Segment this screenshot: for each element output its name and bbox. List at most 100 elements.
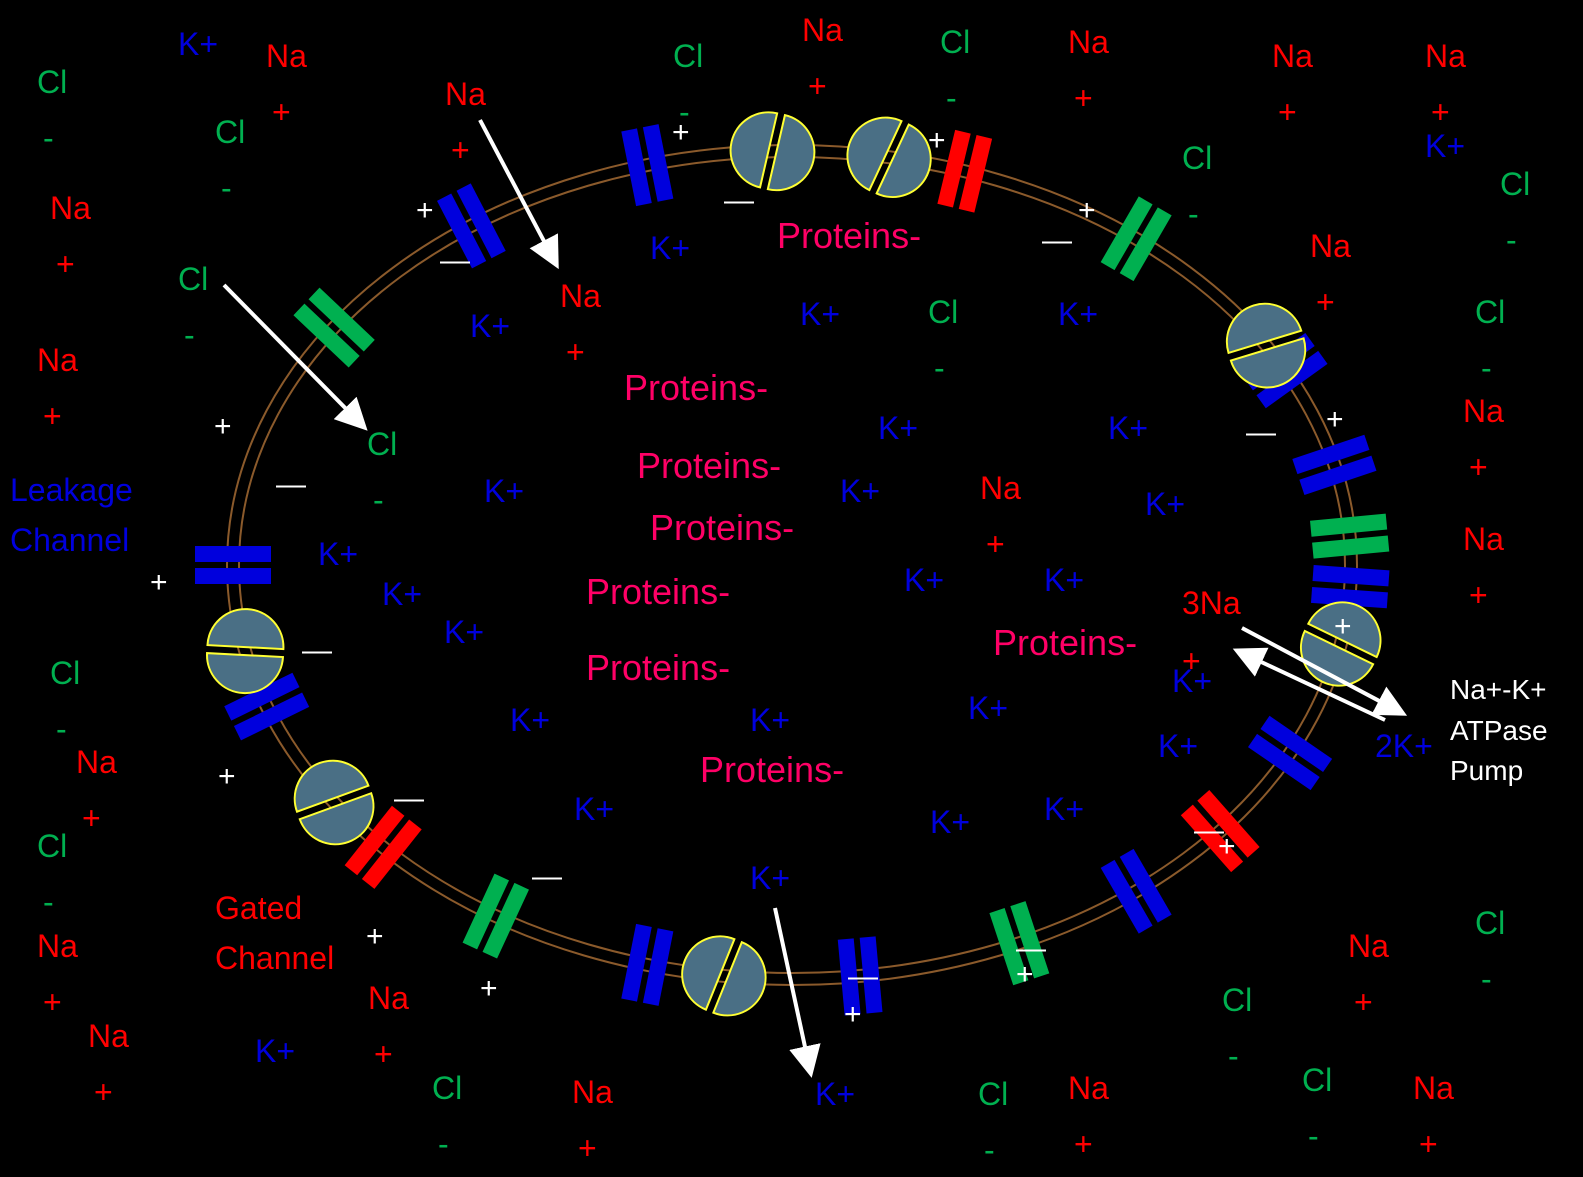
chloride-ion-label: Cl xyxy=(928,294,959,330)
cl-channel-icon xyxy=(1100,196,1172,282)
gated-channel-icon xyxy=(344,805,422,889)
leak-channel-icon xyxy=(1292,434,1377,495)
sodium-charge-sign: + xyxy=(1419,1126,1438,1162)
negative-charge-sign: — xyxy=(394,782,424,815)
sodium-ion-label: Na xyxy=(368,980,409,1016)
cl-channel-icon xyxy=(293,287,375,368)
leak-channel-icon xyxy=(837,936,883,1016)
chloride-charge-sign: - xyxy=(946,80,957,116)
sodium-charge-sign: + xyxy=(1278,94,1297,130)
cl-channel-icon xyxy=(462,873,529,959)
protein-anion-label: Proteins- xyxy=(700,749,845,790)
chloride-ion-label: Cl xyxy=(673,38,704,74)
flux-arrow-icon xyxy=(773,907,821,1078)
chloride-ion-label: Cl xyxy=(1500,166,1531,202)
leak-channel-icon xyxy=(1100,848,1172,934)
leak-channel-icon xyxy=(1310,565,1390,609)
potassium-ion-label: K+ xyxy=(1044,791,1085,827)
leak-channel-icon xyxy=(195,546,271,584)
potassium-ion-label: K+ xyxy=(382,576,423,612)
pump-icon xyxy=(1225,302,1307,389)
potassium-ion-label: K+ xyxy=(444,614,485,650)
pump-icon xyxy=(846,116,932,198)
pump-icon xyxy=(681,935,767,1017)
negative-charge-sign: — xyxy=(302,634,332,667)
protein-anion-label: Proteins- xyxy=(993,622,1138,663)
sodium-ion-label: Na xyxy=(1348,928,1389,964)
protein-anion-label: Proteins- xyxy=(637,445,782,486)
sodium-charge-sign: + xyxy=(1354,984,1373,1020)
leak-channel-icon xyxy=(621,923,674,1006)
sodium-ion-label: Na xyxy=(1463,393,1504,429)
chloride-charge-sign: - xyxy=(679,94,690,130)
potassium-ion-label: K+ xyxy=(800,296,841,332)
sodium-charge-sign: + xyxy=(578,1130,597,1166)
gated-label-line2: Channel xyxy=(215,939,335,976)
chloride-ion-label: Cl xyxy=(1222,982,1253,1018)
sodium-charge-sign: + xyxy=(56,246,75,282)
chloride-charge-sign: - xyxy=(438,1126,449,1162)
chloride-charge-sign: - xyxy=(1188,196,1199,232)
leakage-label-line1: Leakage xyxy=(10,472,133,508)
sodium-charge-sign: + xyxy=(808,68,827,104)
sodium-ion-label: Na xyxy=(37,342,78,378)
sodium-charge-sign: + xyxy=(451,132,470,168)
pump-label-line1: Na+-K+ xyxy=(1450,674,1547,705)
potassium-ion-label: K+ xyxy=(484,473,525,509)
chloride-charge-sign: - xyxy=(1228,1038,1239,1074)
positive-charge-sign: + xyxy=(366,920,384,953)
positive-charge-sign: + xyxy=(1078,194,1096,227)
negative-charge-sign: — xyxy=(276,468,306,501)
potassium-ion-label: K+ xyxy=(650,230,691,266)
pump-icon xyxy=(1300,601,1382,687)
potassium-ion-label: K+ xyxy=(968,690,1009,726)
sodium-ion-label: Na xyxy=(266,38,307,74)
chloride-ion-label: Cl xyxy=(1475,294,1506,330)
potassium-ion-label: K+ xyxy=(930,804,971,840)
leak-channel-icon xyxy=(224,672,310,741)
positive-charge-sign: + xyxy=(1334,610,1352,643)
chloride-ion-label: Cl xyxy=(215,114,246,150)
sodium-ion-label: Na xyxy=(980,470,1021,506)
potassium-ion-label: K+ xyxy=(1058,296,1099,332)
chloride-ion-label: Cl xyxy=(1182,140,1213,176)
flux-arrow-icon xyxy=(222,283,368,431)
chloride-ion-label: Cl xyxy=(37,828,68,864)
chloride-ion-label: Cl xyxy=(1302,1062,1333,1098)
pump-icon xyxy=(729,111,816,192)
positive-charge-sign: + xyxy=(844,998,862,1031)
sodium-charge-sign: + xyxy=(986,526,1005,562)
sodium-charge-sign: + xyxy=(43,984,62,1020)
sodium-ion-label: Na xyxy=(37,928,78,964)
potassium-ion-label: K+ xyxy=(750,702,791,738)
pump-label: Na+-K+ ATPase Pump xyxy=(1450,670,1548,792)
potassium-ion-label: K+ xyxy=(574,791,615,827)
negative-charge-sign: — xyxy=(1042,224,1072,257)
chloride-charge-sign: - xyxy=(221,170,232,206)
sodium-ion-label: Na xyxy=(1310,228,1351,264)
potassium-ion-label: K+ xyxy=(1108,410,1149,446)
positive-charge-sign: + xyxy=(1016,958,1034,991)
positive-charge-sign: + xyxy=(150,566,168,599)
pump-k-out-label: 2K+ xyxy=(1375,728,1433,764)
positive-charge-sign: + xyxy=(416,194,434,227)
negative-charge-sign: — xyxy=(1246,416,1276,449)
chloride-ion-label: Cl xyxy=(37,64,68,100)
chloride-charge-sign: - xyxy=(1506,222,1517,258)
sodium-ion-label: Na xyxy=(1413,1070,1454,1106)
sodium-ion-label: Na xyxy=(445,76,486,112)
chloride-charge-sign: - xyxy=(1308,1118,1319,1154)
sodium-charge-sign: + xyxy=(94,1074,113,1110)
pump-na-in-sign: + xyxy=(1182,643,1201,679)
positive-charge-sign: + xyxy=(1218,830,1236,863)
potassium-ion-label: K+ xyxy=(255,1033,296,1069)
leak-channel-icon xyxy=(1247,715,1333,791)
potassium-ion-label: K+ xyxy=(178,26,219,62)
sodium-ion-label: Na xyxy=(1425,38,1466,74)
sodium-ion-label: Na xyxy=(88,1018,129,1054)
sodium-ion-label: Na xyxy=(802,12,843,48)
sodium-charge-sign: + xyxy=(374,1036,393,1072)
negative-charge-sign: — xyxy=(1194,814,1224,847)
chloride-charge-sign: - xyxy=(934,350,945,386)
